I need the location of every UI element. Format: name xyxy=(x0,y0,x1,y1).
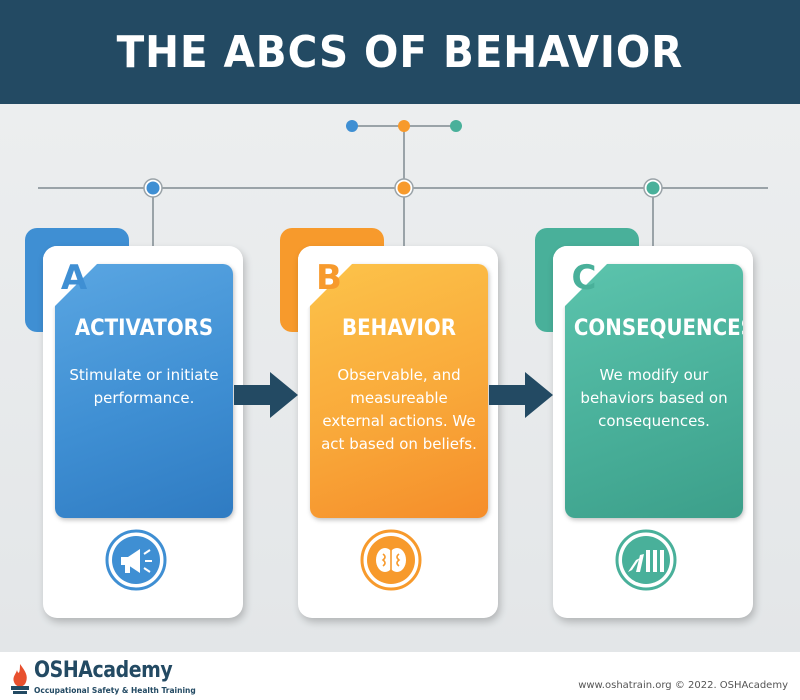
card-b-panel: BEHAVIOR Observable, and measureable ext… xyxy=(310,264,488,518)
top-orange-dot xyxy=(398,120,410,132)
card-a-panel: ACTIVATORS Stimulate or initiate perform… xyxy=(55,264,233,518)
card-c-title: CONSEQUENCES xyxy=(573,316,743,341)
node-c-dot xyxy=(646,181,660,195)
card-c-letter: C xyxy=(571,258,597,298)
page-title: THE ABCS OF BEHAVIOR xyxy=(116,26,684,78)
footer: OSHAcademy Occupational Safety & Health … xyxy=(0,652,800,700)
card-c-panel: CONSEQUENCES We modify our behaviors bas… xyxy=(565,264,743,518)
node-a-dot xyxy=(146,181,160,195)
card-b-text: Observable, and measureable external act… xyxy=(321,366,477,453)
card-b-title: BEHAVIOR xyxy=(342,316,456,341)
falling-dominoes-icon xyxy=(615,529,677,591)
card-behavior: BEHAVIOR Observable, and measureable ext… xyxy=(280,228,498,620)
card-b-letter: B xyxy=(316,258,342,298)
card-a-title: ACTIVATORS xyxy=(74,316,214,341)
card-activators: ACTIVATORS Stimulate or initiate perform… xyxy=(25,228,243,620)
flame-icon xyxy=(11,664,29,694)
top-blue-dot xyxy=(346,120,358,132)
card-a-text: Stimulate or initiate performance. xyxy=(69,366,219,407)
node-b-dot xyxy=(397,181,411,195)
connector-lines xyxy=(38,120,768,250)
logo-tagline: Occupational Safety & Health Training xyxy=(34,686,196,695)
header-banner: THE ABCS OF BEHAVIOR xyxy=(0,0,800,104)
logo-name: OSHAcademy xyxy=(34,658,173,683)
card-a-letter: A xyxy=(60,258,88,298)
copyright-text: www.oshatrain.org © 2022. OSHAcademy xyxy=(578,680,788,691)
arrow-b-to-c xyxy=(489,372,553,418)
top-teal-dot xyxy=(450,120,462,132)
brain-icon xyxy=(360,529,422,591)
card-c-text: We modify our behaviors based on consequ… xyxy=(580,366,728,430)
megaphone-icon xyxy=(105,529,167,591)
oshacademy-logo: OSHAcademy Occupational Safety & Health … xyxy=(8,658,196,696)
arrow-a-to-b xyxy=(234,372,298,418)
card-consequences: CONSEQUENCES We modify our behaviors bas… xyxy=(535,228,753,620)
